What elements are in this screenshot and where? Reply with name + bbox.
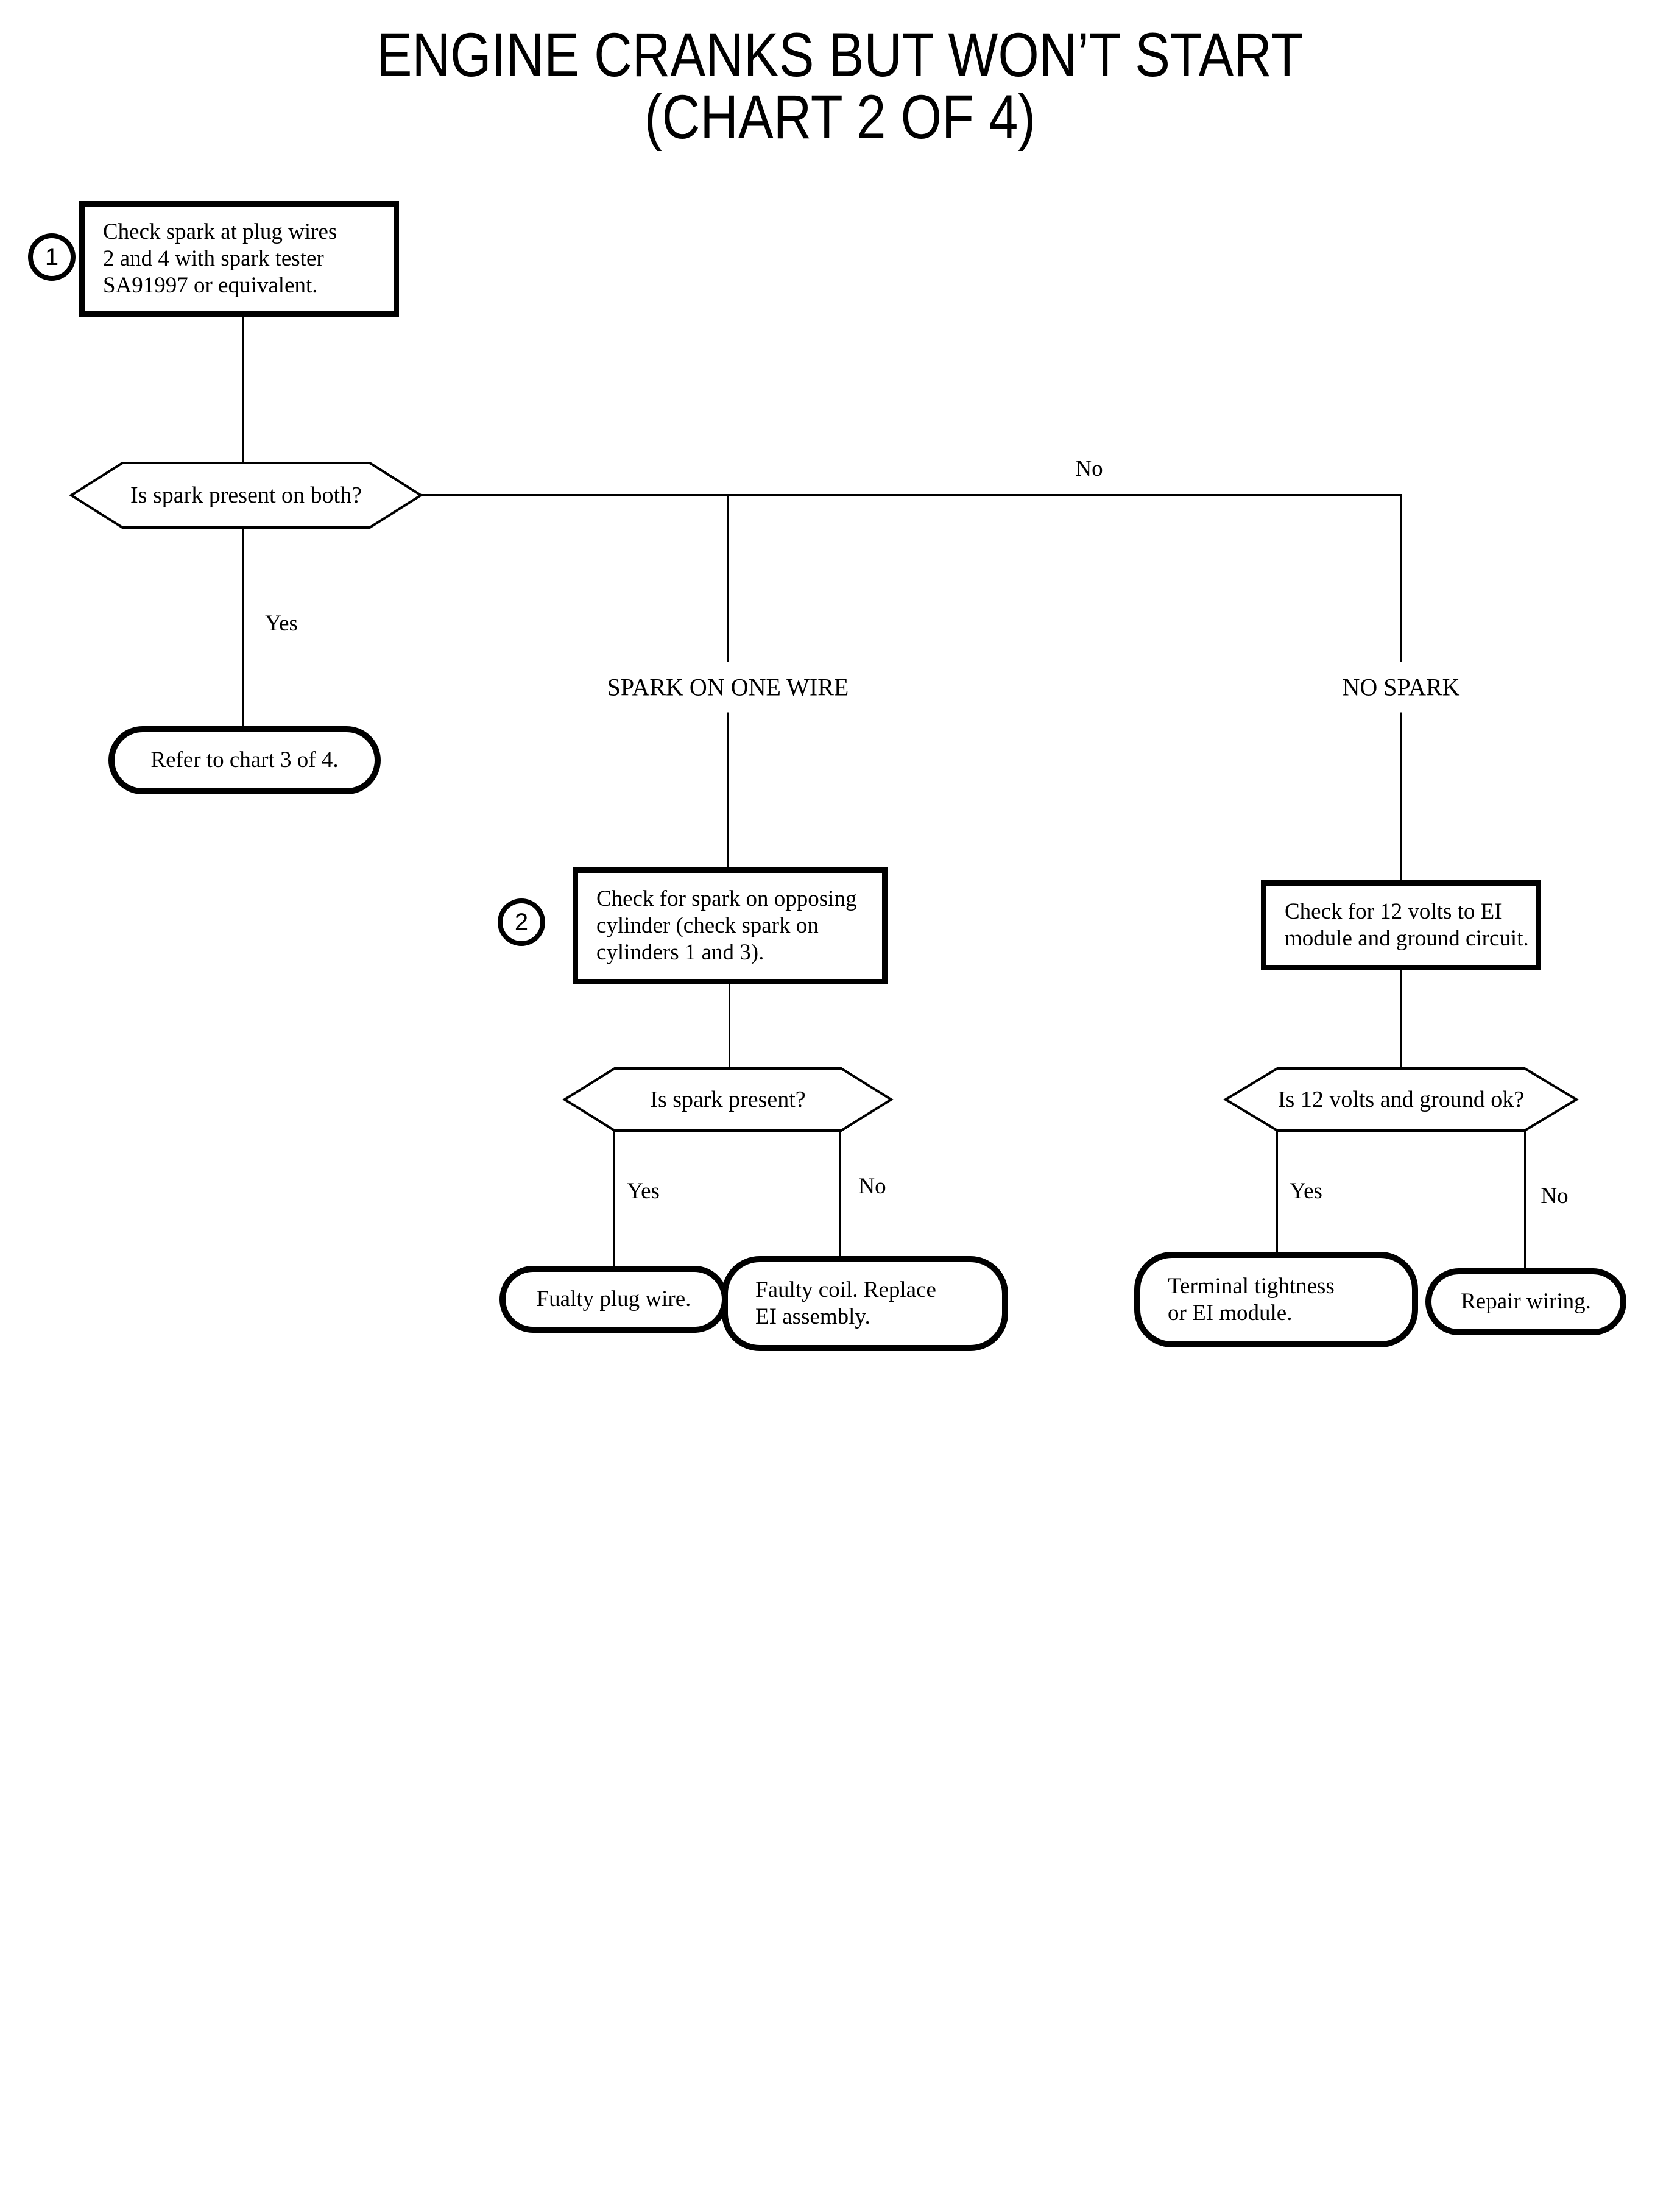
- step-1-number: 1: [44, 243, 59, 270]
- check-12-volts-ei-module-box: Check for 12 volts to EI module and grou…: [1261, 880, 1541, 970]
- decision-is-spark-present-on-both-label: Is spark present on both?: [130, 482, 362, 508]
- connector-hex2-yes-drop: [613, 1131, 615, 1266]
- connector-no-horizontal: [421, 494, 1402, 496]
- terminal-faulty-coil: Faulty coil. Replace EI assembly.: [722, 1256, 1008, 1351]
- terminal-repair-wiring-label: Repair wiring.: [1461, 1289, 1591, 1314]
- step-1-badge: 1: [28, 233, 76, 281]
- check-spark-plug-wires-line-2: 2 and 4 with spark tester: [103, 246, 324, 271]
- decision-is-12-volts-ground-ok: Is 12 volts and ground ok?: [1223, 1067, 1579, 1132]
- connector-box3-to-hex3: [1400, 970, 1402, 1068]
- hexagon-shape: [562, 1067, 894, 1132]
- connector-box2-to-hex2: [729, 984, 730, 1068]
- terminal-refer-to-chart-3: Refer to chart 3 of 4.: [108, 726, 381, 794]
- terminal-repair-wiring: Repair wiring.: [1425, 1268, 1626, 1335]
- connector-hex1-to-refer: [242, 528, 244, 726]
- edge-label-yes-spark-both: Yes: [265, 611, 298, 636]
- edge-label-no-volts-ok: No: [1541, 1184, 1569, 1209]
- check-opposing-cylinder-line-2: cylinder (check spark on: [596, 913, 819, 938]
- terminal-terminal-tightness-line-2: or EI module.: [1168, 1300, 1293, 1326]
- terminal-fualty-plug-wire: Fualty plug wire.: [499, 1266, 728, 1333]
- page-title-line-1: ENGINE CRANKS BUT WON’T START: [376, 20, 1304, 90]
- check-opposing-cylinder-line-3: cylinders 1 and 3).: [596, 940, 764, 965]
- connector-box1-to-hex1: [242, 317, 244, 463]
- check-12-volts-ei-module-line-2: module and ground circuit.: [1285, 926, 1529, 951]
- branch-label-no-spark: NO SPARK: [1326, 662, 1476, 713]
- edge-label-no-spark-present: No: [858, 1174, 886, 1199]
- hexagon-shape: [1223, 1067, 1579, 1132]
- check-spark-plug-wires-box: Check spark at plug wires 2 and 4 with s…: [79, 201, 399, 317]
- decision-is-12-volts-ground-ok-label: Is 12 volts and ground ok?: [1277, 1087, 1525, 1112]
- terminal-faulty-coil-line-1: Faulty coil. Replace: [755, 1277, 936, 1302]
- terminal-faulty-coil-line-2: EI assembly.: [755, 1304, 870, 1329]
- terminal-refer-to-chart-3-label: Refer to chart 3 of 4.: [150, 747, 339, 772]
- connector-hex3-yes-drop: [1276, 1131, 1278, 1252]
- edge-label-no-spark-both: No: [1075, 456, 1103, 481]
- check-spark-plug-wires-line-1: Check spark at plug wires: [103, 219, 337, 244]
- step-2-number: 2: [514, 908, 529, 936]
- check-12-volts-ei-module-line-1: Check for 12 volts to EI: [1285, 899, 1502, 924]
- decision-is-spark-present-on-both: Is spark present on both?: [69, 462, 423, 529]
- terminal-terminal-tightness-line-1: Terminal tightness: [1168, 1273, 1335, 1299]
- check-opposing-cylinder-line-1: Check for spark on opposing: [596, 886, 857, 911]
- connector-hex2-no-drop: [839, 1131, 841, 1256]
- check-opposing-cylinder-box: Check for spark on opposing cylinder (ch…: [573, 867, 888, 984]
- check-spark-plug-wires-line-3: SA91997 or equivalent.: [103, 273, 318, 298]
- terminal-terminal-tightness: Terminal tightness or EI module.: [1134, 1252, 1418, 1347]
- page-title-line-2: (CHART 2 OF 4): [644, 82, 1036, 152]
- connector-hex3-no-drop: [1524, 1131, 1526, 1268]
- branch-label-spark-on-one-wire: SPARK ON ONE WIRE: [591, 662, 865, 713]
- step-2-badge: 2: [498, 898, 545, 946]
- decision-is-spark-present-label: Is spark present?: [650, 1087, 806, 1112]
- edge-label-yes-volts-ok: Yes: [1290, 1179, 1322, 1204]
- terminal-fualty-plug-wire-label: Fualty plug wire.: [536, 1287, 691, 1312]
- hexagon-shape: [69, 462, 423, 529]
- edge-label-yes-spark-present: Yes: [627, 1179, 660, 1204]
- decision-is-spark-present: Is spark present?: [562, 1067, 894, 1132]
